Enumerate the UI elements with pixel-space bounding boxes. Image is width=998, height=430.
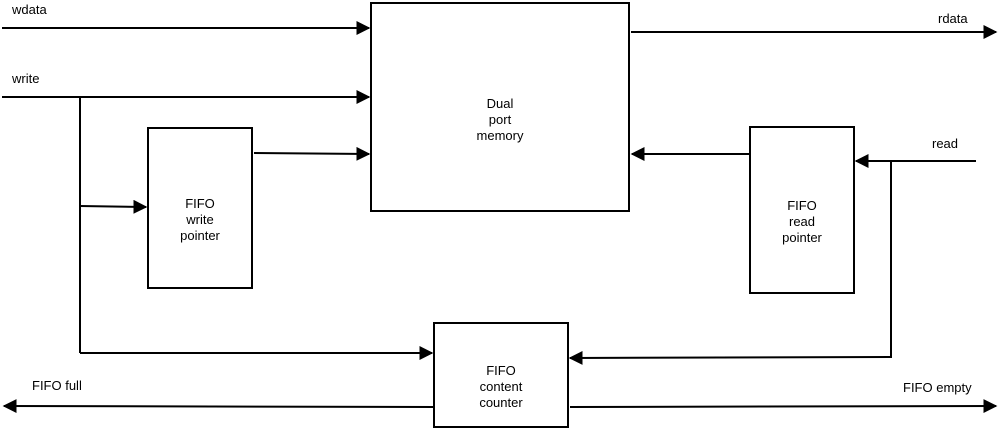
counter-label-line-2: content <box>480 379 523 394</box>
fifo-empty-arrow <box>569 399 998 414</box>
dual-port-memory-block: Dual port memory <box>370 2 630 212</box>
fifo-full-arrow <box>2 399 435 414</box>
counter-label-line-1: FIFO <box>486 363 516 378</box>
read-to-counter-arrow <box>568 161 892 365</box>
fifo-read-pointer-block: FIFO read pointer <box>749 126 855 294</box>
memory-label-line-3: memory <box>477 128 524 143</box>
read-pointer-label-line-1: FIFO <box>787 198 817 213</box>
write-pointer-label-line-1: FIFO <box>185 196 215 211</box>
write-label: write <box>11 71 39 86</box>
write-pointer-label-line-3: pointer <box>180 228 220 243</box>
fifo-full-label: FIFO full <box>32 378 82 393</box>
wdata-label: wdata <box>11 2 47 17</box>
read-label: read <box>932 136 958 151</box>
fifo-content-counter-block: FIFO content counter <box>433 322 569 428</box>
read-pointer-label-line-3: pointer <box>782 230 822 245</box>
rdata-label: rdata <box>938 11 968 26</box>
counter-label-line-3: counter <box>479 395 523 410</box>
write-to-write-pointer-arrow <box>79 199 148 214</box>
memory-label-line-1: Dual <box>487 96 514 111</box>
read-pointer-label-line-2: read <box>789 214 815 229</box>
memory-label-line-2: port <box>489 112 512 127</box>
write-pointer-to-memory-arrow <box>253 146 371 161</box>
fifo-empty-label: FIFO empty <box>903 380 972 395</box>
fifo-write-pointer-block: FIFO write pointer <box>147 127 253 289</box>
write-pointer-label-line-2: write <box>185 212 213 227</box>
